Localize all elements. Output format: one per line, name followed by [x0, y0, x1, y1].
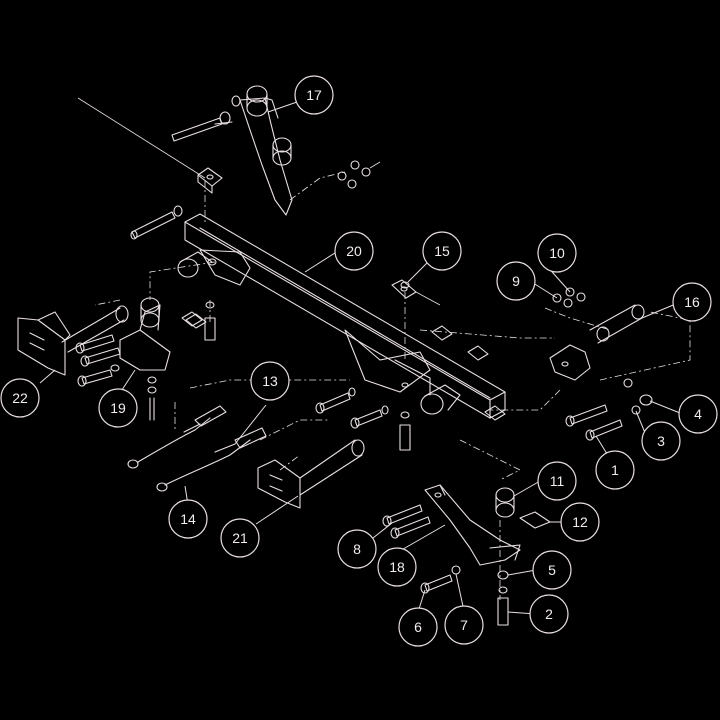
- callout-circle: [678, 394, 718, 434]
- callout-circle: [422, 231, 462, 271]
- callout-number: 11: [550, 473, 565, 489]
- lower-right-bracket: [382, 484, 551, 626]
- callout-17: 17: [294, 75, 334, 115]
- callout-circle: [250, 361, 290, 401]
- callout-circle: [532, 550, 572, 590]
- callout-circle: [537, 233, 577, 273]
- callout-circle: [220, 518, 260, 558]
- callout-number: 14: [180, 511, 196, 527]
- callout-12: 12: [560, 502, 600, 542]
- center-vertical-bolts: [204, 281, 411, 451]
- callout-circle: [98, 388, 138, 428]
- callout-number: 12: [572, 514, 588, 530]
- callout-number: 8: [353, 541, 361, 557]
- callout-number: 16: [684, 294, 700, 310]
- callout-3: 3: [641, 421, 681, 461]
- callout-number: 15: [434, 243, 450, 259]
- upper-bracket: [171, 85, 293, 216]
- callout-number: 21: [232, 530, 248, 546]
- callout-circle: [641, 421, 681, 461]
- callout-number: 7: [460, 617, 468, 633]
- callout-7: 7: [444, 605, 484, 645]
- callout-circle: [529, 594, 569, 634]
- callout-10: 10: [537, 233, 577, 273]
- callout-circle: [0, 378, 40, 418]
- callout-number: 17: [306, 87, 322, 103]
- callout-circle: [672, 282, 712, 322]
- callout-18: 18: [377, 547, 417, 587]
- center-bolts: [315, 387, 506, 429]
- callout-circle: [294, 75, 334, 115]
- safety-cable: [127, 405, 267, 492]
- nut-group-upper: [337, 160, 381, 189]
- callout-2: 2: [529, 594, 569, 634]
- callout-15: 15: [422, 231, 462, 271]
- callout-circle: [595, 450, 635, 490]
- callout-circle: [496, 261, 536, 301]
- callout-number: 1: [611, 462, 619, 478]
- callout-number: 20: [346, 243, 362, 259]
- callout-number: 22: [12, 390, 28, 406]
- callout-circle: [337, 529, 377, 569]
- callout-circle: [444, 605, 484, 645]
- callout-number: 6: [414, 619, 422, 635]
- callout-circle: [537, 461, 577, 501]
- callout-number: 18: [389, 559, 405, 575]
- callout-circle: [398, 607, 438, 647]
- callout-11: 11: [537, 461, 577, 501]
- callout-21: 21: [220, 518, 260, 558]
- cable-bracket: [197, 167, 223, 194]
- right-pin: [549, 304, 645, 381]
- long-cable: [77, 97, 206, 179]
- callout-13: 13: [250, 361, 290, 401]
- callout-number: 3: [657, 433, 665, 449]
- callout-number: 4: [694, 406, 702, 422]
- left-bracket: [17, 305, 129, 376]
- nut-group-right: [552, 287, 586, 308]
- callout-16: 16: [672, 282, 712, 322]
- small-plate: [391, 279, 441, 306]
- callout-4: 4: [678, 394, 718, 434]
- callout-circle: [334, 231, 374, 271]
- assembly-dashed-lines: [94, 171, 691, 600]
- callout-number: 19: [110, 400, 126, 416]
- callout-circle: [560, 502, 600, 542]
- callout-14: 14: [168, 499, 208, 539]
- right-bolts-washers: [565, 378, 653, 441]
- callout-9: 9: [496, 261, 536, 301]
- bolt-upper-left: [130, 205, 183, 240]
- callout-number: 2: [545, 606, 553, 622]
- callout-5: 5: [532, 550, 572, 590]
- left-lower-bracket: [75, 297, 203, 421]
- callout-number: 9: [512, 273, 520, 289]
- callout-circle: [168, 499, 208, 539]
- callout-number: 10: [549, 245, 565, 261]
- callout-19: 19: [98, 388, 138, 428]
- lower-bracket-tube: [257, 439, 365, 509]
- callout-22: 22: [0, 378, 40, 418]
- callout-number: 13: [262, 373, 278, 389]
- callout-6: 6: [398, 607, 438, 647]
- callout-8: 8: [337, 529, 377, 569]
- callout-1: 1: [595, 450, 635, 490]
- callout-circle: [377, 547, 417, 587]
- callout-number: 5: [548, 562, 556, 578]
- callout-20: 20: [334, 231, 374, 271]
